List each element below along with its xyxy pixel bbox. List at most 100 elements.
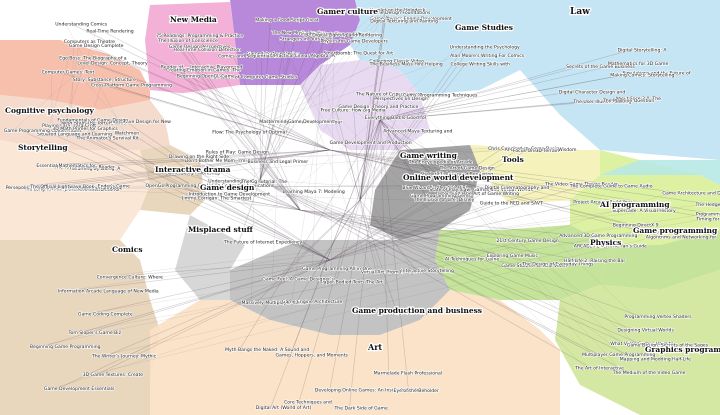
connection-edge bbox=[379, 100, 589, 121]
book-label: Tom Sloper's Game Biz bbox=[68, 330, 122, 336]
book-label: The Art of Game Design bbox=[439, 166, 495, 172]
connection-edge bbox=[308, 33, 392, 313]
connection-edge bbox=[359, 9, 386, 201]
book-label: AI Game Programming Wisdom bbox=[505, 147, 577, 153]
category-label: Physics bbox=[590, 238, 621, 247]
book-label: Timing for Animation bbox=[695, 217, 720, 223]
book-label: Game Physics Engine Development bbox=[370, 16, 452, 22]
connection-edge bbox=[259, 179, 598, 355]
connection-edge bbox=[259, 179, 635, 359]
book-label: Introduction to Game Development bbox=[189, 191, 271, 197]
book-label: Multiplayer Game Programming bbox=[582, 352, 655, 358]
region-misplaced-stuff bbox=[175, 215, 245, 300]
book-label: The Complete Guide to Game Audio bbox=[569, 183, 653, 189]
book-label: Digital Storytelling: A bbox=[618, 47, 668, 53]
book-label: Interactive Design for New bbox=[110, 119, 172, 125]
connection-edge bbox=[379, 119, 409, 391]
connection-edge bbox=[51, 149, 331, 166]
book-label: Game Design Perspectives bbox=[169, 44, 231, 50]
book-label: Jimmy Corrigan: The Smartest bbox=[181, 196, 252, 202]
connection-edge bbox=[329, 201, 589, 261]
book-label: The Animator's Survival Kit bbox=[76, 135, 140, 141]
connection-edge bbox=[259, 179, 640, 317]
connection-edge bbox=[335, 109, 361, 201]
book-label: Project Arcade: Build Your bbox=[573, 199, 632, 205]
connection-edge bbox=[359, 54, 466, 201]
book-label: The Illusion of Conscience bbox=[157, 38, 218, 44]
connection-edge bbox=[359, 60, 385, 201]
connection-edge bbox=[269, 54, 461, 122]
book-label: Simulations and the Future of bbox=[623, 71, 691, 77]
connection-edge bbox=[379, 49, 633, 121]
connection-edge bbox=[81, 149, 331, 190]
book-label: What Video Games Have to bbox=[610, 341, 673, 347]
book-label: Understanding the Psychology bbox=[450, 44, 520, 50]
book-label: The Design of Everyday Things bbox=[521, 262, 594, 268]
region-graphics-programming bbox=[555, 270, 720, 415]
book-label: The Dark Side of Game bbox=[334, 405, 388, 411]
connection-edge bbox=[203, 193, 301, 211]
region-comics bbox=[0, 240, 160, 415]
book-label: Cross-Platform Game Programming bbox=[91, 82, 172, 88]
connection-edge bbox=[129, 132, 331, 261]
connection-edge bbox=[72, 119, 331, 261]
connection-edge bbox=[359, 199, 377, 272]
book-label: Practical Electronics for bbox=[66, 187, 120, 193]
connection-edge bbox=[379, 119, 436, 174]
connection-edge bbox=[329, 149, 628, 225]
region-game-production bbox=[230, 230, 450, 335]
book-label: The Future of Internet Expediency bbox=[223, 240, 303, 246]
connection-edge bbox=[111, 259, 331, 277]
book-label: AI Techniques for Game bbox=[445, 256, 500, 262]
connection-edge bbox=[38, 149, 331, 189]
connection-edge bbox=[259, 40, 336, 181]
book-label: 21st Century Game Design bbox=[497, 238, 559, 244]
connection-edge bbox=[92, 236, 656, 375]
category-label: Gamer culture bbox=[317, 7, 378, 16]
book-label: The Toy and Game Reader bbox=[53, 164, 115, 170]
book-label: Developing Online Games: An Insider's Gu… bbox=[315, 388, 420, 394]
connection-edge bbox=[384, 97, 593, 354]
book-label: The Business Mass Hire Helping bbox=[369, 62, 443, 68]
book-label: Game Interface Design bbox=[247, 51, 300, 57]
book-label: Programming Vertex Shaders bbox=[624, 314, 692, 320]
book-label: Free Culture: How Big Media bbox=[321, 108, 386, 114]
connection-edge bbox=[349, 119, 381, 408]
connection-edge bbox=[76, 183, 555, 190]
category-label: New Media bbox=[170, 15, 217, 24]
book-label: Computers as Theatre bbox=[64, 39, 115, 45]
connection-edge bbox=[83, 44, 331, 151]
connection-edge bbox=[180, 172, 301, 211]
connection-edge bbox=[330, 52, 334, 282]
category-label: Game Studies bbox=[455, 23, 513, 32]
book-label: Making Comics: Storytelling bbox=[610, 73, 674, 79]
book-label: Strangers in Ourselves bbox=[280, 36, 333, 42]
connection-edge bbox=[379, 119, 449, 194]
book-label: The Writer's Journey: Mythic bbox=[91, 354, 157, 360]
connection-edge bbox=[299, 209, 538, 264]
connection-edge bbox=[259, 54, 290, 181]
book-label: Games, Hoppers, and Moments bbox=[276, 353, 349, 359]
book-label: Game Feel: A Game Designer's bbox=[262, 276, 334, 282]
connection-edge bbox=[33, 188, 490, 203]
category-label: Graphics programming bbox=[645, 345, 720, 354]
book-label: Mastermind Game Development bbox=[259, 119, 334, 125]
book-label: OpenGL Programming Guide bbox=[146, 183, 212, 189]
connection-edge bbox=[67, 127, 331, 261]
book-label: Ender's Game bbox=[98, 183, 130, 189]
category-label: Game production and business bbox=[352, 306, 482, 315]
connection-edge bbox=[259, 121, 275, 181]
book-label: Making a Good Script Great bbox=[255, 18, 319, 24]
book-label: Physics for Game Developers bbox=[321, 39, 389, 45]
connection-edge bbox=[259, 19, 271, 181]
book-label: Real-Time Rendering bbox=[86, 29, 133, 35]
category-label: Cognitive psychology bbox=[5, 106, 95, 115]
region-game-design bbox=[140, 85, 320, 250]
book-label: The Encyclopedia of Arcade bbox=[408, 160, 473, 166]
connection-edge bbox=[44, 259, 331, 347]
connection-edge bbox=[259, 33, 314, 181]
connection-edge bbox=[329, 149, 529, 261]
connection-edge bbox=[270, 119, 381, 408]
connection-edge bbox=[72, 259, 331, 291]
